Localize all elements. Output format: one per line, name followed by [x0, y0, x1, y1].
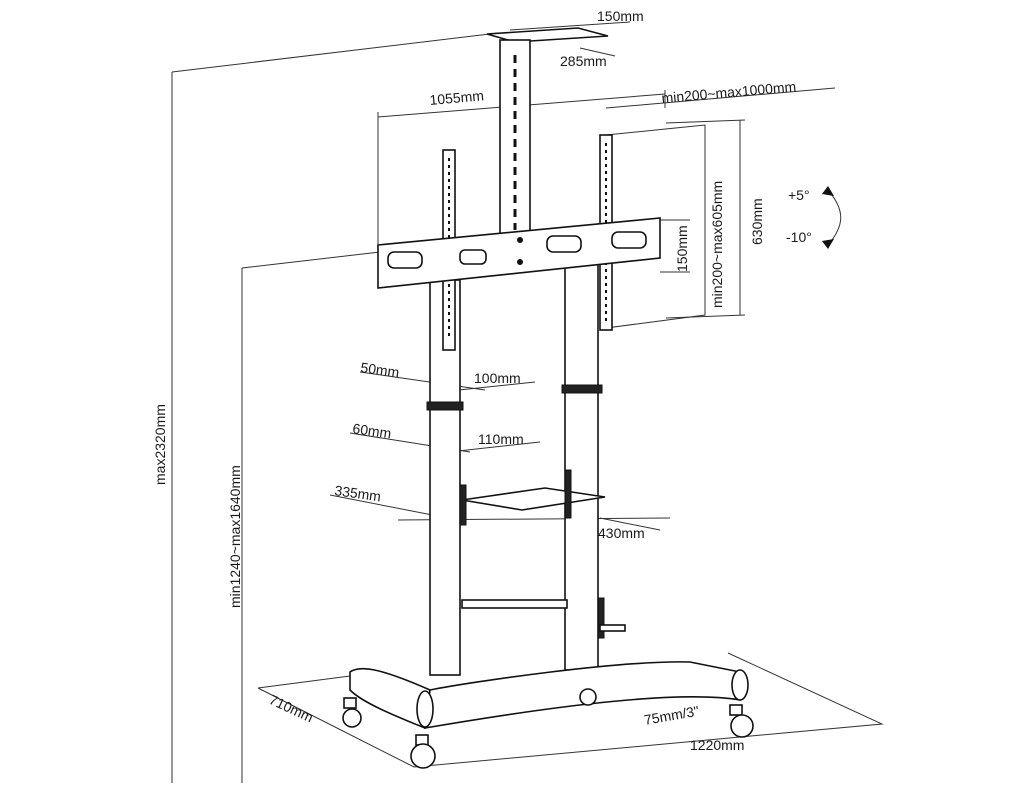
- arm-height-label: 150mm: [674, 225, 690, 272]
- height-range-label: min1240~max1640mm: [227, 465, 243, 608]
- shelf-depth-label: 335mm: [334, 482, 382, 504]
- poles: [426, 134, 613, 676]
- bracket-width-label: 1055mm: [429, 87, 485, 108]
- base-width-label: 1220mm: [690, 737, 744, 753]
- caster-label: 75mm/3": [643, 703, 701, 728]
- pole-lower-label: 110mm: [478, 431, 524, 447]
- mounting-rail: [377, 217, 661, 289]
- shelf-width-label: 430mm: [598, 525, 645, 541]
- tilt-arrow-icon: [822, 186, 842, 249]
- base-frame: [342, 661, 754, 769]
- pole-upper-label: 100mm: [474, 370, 521, 386]
- caster-front-left: [342, 697, 362, 728]
- vesa-horizontal-label: min200~max1000mm: [661, 78, 797, 106]
- shelf: [459, 469, 606, 526]
- top-column: [486, 27, 609, 239]
- gap-upper-label: 50mm: [360, 359, 401, 380]
- vesa-vertical-label: min200~max605mm: [709, 181, 725, 308]
- base-depth-label: 710mm: [267, 691, 316, 725]
- tilt-up-label: +5°: [788, 187, 810, 203]
- crossbar: [461, 597, 626, 639]
- caster-back-left: [579, 688, 597, 706]
- plate-width-label: 285mm: [560, 53, 607, 69]
- caster-back-right: [729, 704, 754, 738]
- bracket-height-label: 630mm: [749, 198, 765, 245]
- plate-depth-label: 150mm: [597, 8, 644, 24]
- caster-front-right: [410, 734, 436, 769]
- tilt-down-label: -10°: [786, 229, 812, 245]
- max-height-label: max2320mm: [152, 404, 168, 485]
- gap-lower-label: 60mm: [352, 420, 393, 441]
